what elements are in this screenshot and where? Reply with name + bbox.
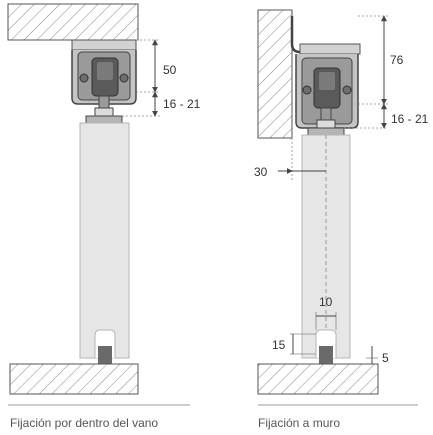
dimension-label-adjust-range: 16 - 21 [163,97,201,111]
dimension-label-guide-width: 10 [319,295,333,309]
caption-wall-mount: Fijación a muro [258,416,340,430]
dimension-label-adjust-range: 16 - 21 [391,112,429,126]
dimension-label-guide-height: 15 [272,338,286,352]
dimension-10 [315,312,337,330]
floor-hatched [257,363,379,395]
dimension-16-21 [344,103,388,129]
floor-guide [98,346,112,364]
dimension-76 [358,15,388,105]
floor-hatched [9,363,139,395]
ceiling-hatched [7,3,139,41]
dimension-5 [366,346,378,364]
dimension-label-floor-recess: 5 [382,351,389,365]
floor-guide [319,346,333,364]
dimension-50 [136,39,160,93]
diagram-wall-mount: 76 16 - 21 30 10 15 [254,9,429,430]
dimension-16-21 [122,91,160,117]
caption-inside-opening: Fijación por dentro del vano [10,416,158,430]
diagram-inside-opening: 50 16 - 21 Fijación por dentro del vano [7,3,201,430]
door-panel [79,122,130,359]
top-track-profile [71,39,137,105]
dimension-label-track-height: 76 [390,53,404,67]
dimension-15 [290,333,316,355]
wall-bracket-track [290,16,361,129]
dimension-label-wall-offset: 30 [254,165,268,179]
dimension-label-track-height: 50 [163,63,177,77]
wall-hatched [257,9,293,139]
